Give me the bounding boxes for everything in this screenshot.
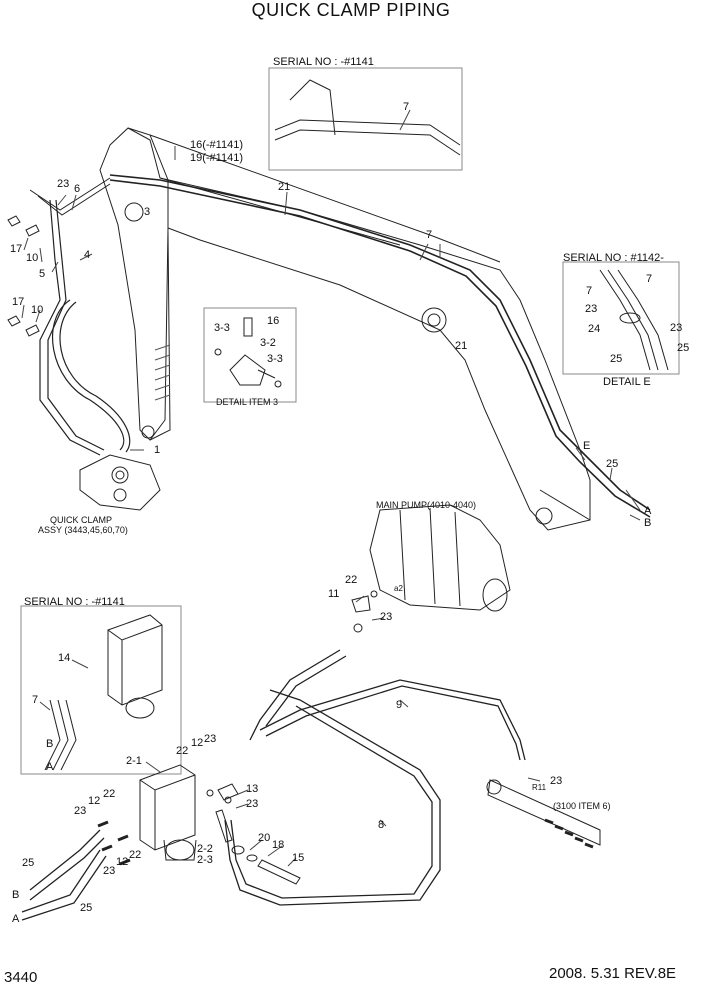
callout-25: 25 <box>80 902 93 914</box>
callout-3-3: 3-3 <box>267 353 283 365</box>
boom-outline <box>99 127 591 531</box>
callout-3-2: 3-2 <box>260 337 276 349</box>
detail-item3-label: DETAIL ITEM 3 <box>216 397 279 407</box>
callout-17: 17 <box>12 296 25 308</box>
callout-23: 23 <box>585 303 598 315</box>
port-r11-label: R11 <box>532 783 547 792</box>
callout-19: 19(-#1141) <box>190 152 243 164</box>
callout-10: 10 <box>31 304 44 316</box>
callout-25: 25 <box>606 458 619 470</box>
callout-A: A <box>46 761 54 773</box>
callout-3-3: 3-3 <box>214 322 230 334</box>
callout-22: 22 <box>103 788 116 800</box>
page-number: 3440 <box>4 969 38 986</box>
callout-15: 15 <box>292 852 305 864</box>
callout-A: A <box>644 505 652 517</box>
inset-serial-top-label: SERIAL NO : -#1141 <box>273 56 374 68</box>
callout-E: E <box>583 440 591 452</box>
inset-detail-item3 <box>203 307 297 403</box>
callout-20: 20 <box>258 832 271 844</box>
callout-2-2: 2-2 <box>197 843 213 855</box>
page-title: QUICK CLAMP PIPING <box>251 0 451 20</box>
callout-4: 4 <box>84 249 91 261</box>
callout-12: 12 <box>116 856 129 868</box>
inset-serial-top <box>268 67 463 171</box>
callout-22: 22 <box>345 574 358 586</box>
callout-14: 14 <box>58 652 71 664</box>
callout-7: 7 <box>403 101 410 113</box>
callout-2-3: 2-3 <box>197 854 213 866</box>
callout-25: 25 <box>677 342 690 354</box>
main-pump <box>369 504 511 611</box>
date-revision: 2008. 5.31 REV.8E <box>549 965 677 982</box>
callout-12: 12 <box>88 795 101 807</box>
callout-23: 23 <box>204 733 217 745</box>
callout-11: 11 <box>328 588 340 600</box>
callout-7: 7 <box>426 229 433 241</box>
callout-5: 5 <box>39 268 46 280</box>
callout-17: 17 <box>10 243 23 255</box>
callout-18: 18 <box>272 839 285 851</box>
inset-detail-e <box>562 261 680 375</box>
callout-7: 7 <box>32 694 39 706</box>
callout-1: 1 <box>154 444 161 456</box>
quick-clamp-body <box>79 454 161 511</box>
callout-3: 3 <box>144 206 151 218</box>
callout-A: A <box>12 913 20 925</box>
callout-22: 22 <box>176 745 189 757</box>
callout-23: 23 <box>246 798 259 810</box>
ref-3100-note: (3100 ITEM 6) <box>553 801 611 811</box>
callout-10: 10 <box>26 252 39 264</box>
callout-23: 23 <box>103 865 116 877</box>
callout-16: 16(-#1141) <box>190 139 243 151</box>
quick-clamp-note-1: QUICK CLAMP <box>50 515 113 525</box>
callout-B: B <box>12 889 20 901</box>
callout-21: 21 <box>278 181 291 193</box>
callout-B: B <box>46 738 54 750</box>
detail-e-label: DETAIL E <box>603 376 651 388</box>
callout-24: 24 <box>588 323 601 335</box>
callout-2-1: 2-1 <box>126 755 142 767</box>
callout-B: B <box>644 517 652 529</box>
quick-clamp-note-2: ASSY (3443,45,60,70) <box>38 525 128 535</box>
inset-serial-left <box>20 605 182 775</box>
valve-2-1 <box>139 764 196 851</box>
callout-7: 7 <box>646 273 653 285</box>
callout-25: 25 <box>610 353 623 365</box>
callout-12: 12 <box>191 737 204 749</box>
callout-6: 6 <box>74 183 81 195</box>
port-a2-label: a2 <box>394 584 403 593</box>
callout-22: 22 <box>129 849 142 861</box>
boom-pin-21 <box>421 307 447 333</box>
callout-23: 23 <box>550 775 563 787</box>
callout-23: 23 <box>74 805 87 817</box>
callout-21: 21 <box>455 340 468 352</box>
callout-7: 7 <box>586 285 593 297</box>
main-pump-note: MAIN PUMP(4010-4040) <box>376 500 477 510</box>
callout-8: 8 <box>378 819 385 831</box>
inset-serial-right-label: SERIAL NO : #1142- <box>563 252 664 264</box>
callout-16: 16 <box>267 315 280 327</box>
callout-13: 13 <box>246 783 259 795</box>
callout-25: 25 <box>22 857 35 869</box>
inset-serial-left-label: SERIAL NO : -#1141 <box>24 596 125 608</box>
callout-23: 23 <box>57 178 70 190</box>
callout-9: 9 <box>396 699 403 711</box>
callout-23: 23 <box>380 611 393 623</box>
callout-23: 23 <box>670 322 683 334</box>
